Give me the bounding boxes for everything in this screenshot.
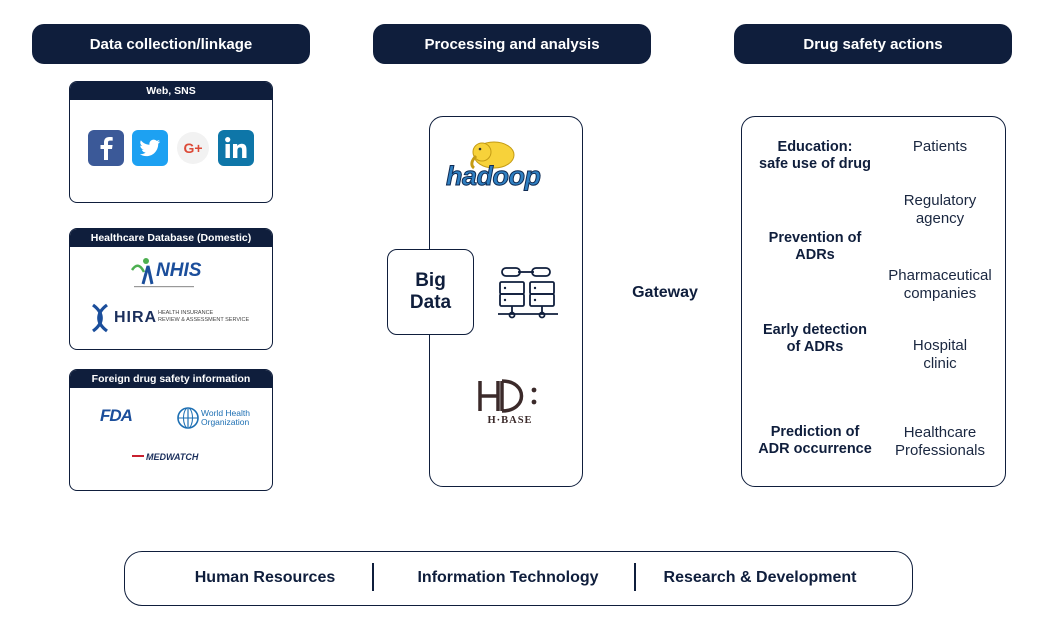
target-regulatory-agency: Regulatory agency — [876, 191, 1004, 229]
twitter-icon — [132, 130, 168, 166]
action-prevention-line-1: Prevention of — [768, 230, 862, 246]
action-early-detection: Early detection of ADRs — [751, 321, 879, 357]
target-pharmaceutical-companies: Pharmaceutical companies — [876, 266, 1004, 304]
target-patients-line-1: Patients — [912, 138, 968, 155]
foundation-human-resources: Human Resources — [194, 569, 336, 586]
target-healthcare-professionals: Healthcare Professionals — [876, 423, 1004, 461]
foundation-divider-2 — [634, 563, 636, 591]
target-healthcare-line-2: Professionals — [894, 442, 986, 459]
action-prevention-line-2: ADRs — [795, 247, 835, 263]
action-education-line-2: safe use of drug — [759, 156, 871, 172]
target-pharma-line-1: Pharmaceutical — [888, 267, 992, 284]
hira-logo: HIRA HEALTH INSURANCE REVIEW & ASSESSMEN… — [90, 303, 270, 333]
svg-text:G+: G+ — [183, 140, 202, 156]
target-healthcare-line-1: Healthcare — [903, 424, 977, 441]
action-prediction-line-2: ADR occurrence — [758, 441, 872, 457]
hadoop-logo: hadoop — [445, 138, 570, 198]
hbase-mark-icon — [478, 379, 537, 413]
web-sns-panel: Web, SNS G+ — [69, 81, 273, 203]
who-line-2: Organization — [201, 417, 250, 427]
target-regulatory-line-1: Regulatory — [903, 192, 977, 209]
big-data-box: Big Data — [387, 249, 474, 335]
hira-text: HIRA — [114, 309, 158, 326]
target-hospital-line-2: clinic — [923, 355, 957, 372]
action-prevention: Prevention of ADRs — [751, 229, 879, 265]
foundation-divider-1 — [372, 563, 374, 591]
domestic-database-panel: Healthcare Database (Domestic) NHIS HIRA… — [69, 228, 273, 350]
target-regulatory-line-2: agency — [915, 210, 965, 227]
domestic-database-title: Healthcare Database (Domestic) — [70, 229, 272, 247]
linkedin-icon — [218, 130, 254, 166]
header-processing-analysis: Processing and analysis — [373, 24, 651, 64]
google-plus-icon: G+ — [177, 132, 209, 164]
action-education-line-1: Education: — [777, 139, 853, 155]
foundation-bar — [124, 551, 913, 606]
action-early-detection-line-1: Early detection — [763, 322, 867, 338]
action-prediction-line-1: Prediction of — [770, 424, 860, 440]
action-prediction: Prediction of ADR occurrence — [751, 423, 879, 459]
hadoop-elephant-icon — [470, 141, 515, 170]
target-hospital-line-1: Hospital — [912, 337, 968, 354]
hbase-logo: H·BASE — [472, 378, 548, 428]
header-data-collection: Data collection/linkage — [32, 24, 310, 64]
who-logo: World Health Organization — [201, 409, 250, 427]
web-sns-title: Web, SNS — [70, 82, 272, 100]
server-network-icon — [498, 267, 558, 319]
medwatch-logo: MEDWATCH — [132, 450, 201, 468]
foundation-information-technology: Information Technology — [417, 569, 599, 586]
big-data-line-1: Big — [415, 270, 446, 291]
who-line-1: World Health — [201, 408, 250, 418]
target-hospital-clinic: Hospital clinic — [876, 336, 1004, 374]
hbase-text: H·BASE — [487, 415, 533, 426]
drug-safety-actions-box — [741, 116, 1006, 487]
nhis-text: NHIS — [156, 260, 202, 281]
target-patients: Patients — [876, 137, 1004, 157]
foreign-info-title: Foreign drug safety information — [70, 370, 272, 388]
target-pharma-line-2: companies — [903, 285, 977, 302]
big-data-line-2: Data — [409, 292, 452, 313]
header-drug-safety-actions: Drug safety actions — [734, 24, 1012, 64]
action-early-detection-line-2: of ADRs — [786, 339, 844, 355]
hira-subtitle-1: HEALTH INSURANCE — [158, 310, 214, 316]
fda-logo: FDA — [100, 406, 133, 425]
who-globe-icon — [177, 407, 199, 429]
medwatch-text: MEDWATCH — [144, 452, 201, 462]
foreign-info-panel: Foreign drug safety information FDA Worl… — [69, 369, 273, 491]
action-education: Education: safe use of drug — [751, 138, 879, 174]
facebook-icon — [88, 130, 124, 166]
hira-subtitle-2: REVIEW & ASSESSMENT SERVICE — [158, 317, 250, 323]
hadoop-text: hadoop — [445, 161, 541, 192]
foundation-research-development: Research & Development — [663, 569, 857, 586]
nhis-logo: NHIS — [128, 254, 228, 292]
gateway-label: Gateway — [632, 284, 698, 301]
